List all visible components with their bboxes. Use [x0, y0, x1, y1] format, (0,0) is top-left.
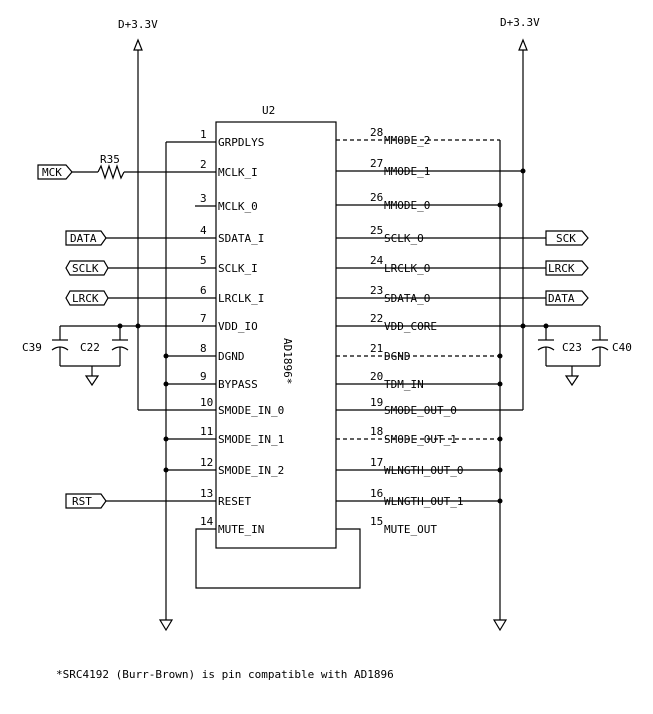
pin-number: 2: [200, 158, 207, 171]
port-lrck-in-label: LRCK: [72, 292, 99, 305]
pin-number: 21: [370, 342, 383, 355]
port-rst-label: RST: [72, 495, 92, 508]
chip-body: [215, 121, 337, 549]
pin-name: MCLK_0: [218, 200, 258, 213]
cap-c23-label: C23: [562, 341, 582, 354]
port-lrck-in: [65, 290, 109, 306]
pin-name: SMODE_IN_0: [218, 404, 284, 417]
junction: [497, 436, 503, 442]
pin-number: 18: [370, 425, 383, 438]
pin-number: 25: [370, 224, 383, 237]
wire-mute-loop: [195, 528, 361, 589]
cap-c40-label: C40: [612, 341, 632, 354]
pin-number: 26: [370, 191, 383, 204]
pin-number: 23: [370, 284, 383, 297]
cap-ground-symbol-right: [564, 375, 580, 387]
port-lrck-out-label: LRCK: [548, 262, 575, 275]
pin-number: 20: [370, 370, 383, 383]
pin-number: 15: [370, 515, 383, 528]
pin-number: 13: [200, 487, 213, 500]
port-sck-out: [545, 230, 589, 246]
pin-name: LRCLK_I: [218, 292, 264, 305]
pin-name: GRPDLYS: [218, 136, 264, 149]
chip-part: AD1896*: [281, 338, 294, 384]
chip-ref: U2: [262, 104, 275, 117]
junction: [520, 323, 526, 329]
pin-name: DGND: [384, 350, 411, 363]
right-power-arrow: [518, 38, 528, 51]
port-mck: [37, 164, 73, 180]
pin-number: 19: [370, 396, 383, 409]
port-mck-label: MCK: [42, 166, 62, 179]
junction: [163, 436, 169, 442]
pin-number: 22: [370, 312, 383, 325]
port-lrck-out: [545, 260, 589, 276]
pin-name: MCLK_I: [218, 166, 258, 179]
port-data-out-label: DATA: [548, 292, 575, 305]
pin-number: 3: [200, 192, 207, 205]
pin-name: MUTE_IN: [218, 523, 264, 536]
port-sck-out-label: SCK: [556, 232, 576, 245]
cap-c22-label: C22: [80, 341, 100, 354]
junction: [163, 467, 169, 473]
junction: [135, 323, 141, 329]
port-sclk-in-label: SCLK: [72, 262, 99, 275]
right-pins: 28MMODE_227MMODE_126MMODE_025SCLK_O24LRC…: [370, 126, 463, 536]
pin-name: SCLK_I: [218, 262, 258, 275]
pin-number: 5: [200, 254, 207, 267]
junction: [497, 353, 503, 359]
port-rst: [65, 493, 107, 509]
pin-number: 14: [200, 515, 214, 528]
pin-name: BYPASS: [218, 378, 258, 391]
pin-number: 7: [200, 312, 207, 325]
left-ground-symbol: [158, 619, 174, 632]
pin-number: 1: [200, 128, 207, 141]
pin-number: 6: [200, 284, 207, 297]
pin-number: 17: [370, 456, 383, 469]
pin-name: SMODE_IN_1: [218, 433, 284, 446]
right-ground-symbol: [492, 619, 508, 632]
junction: [497, 498, 503, 504]
cap-c39-label: C39: [22, 341, 42, 354]
pin-number: 8: [200, 342, 207, 355]
resistor-label: R35: [100, 153, 120, 166]
pin-number: 4: [200, 224, 207, 237]
port-data-out: [545, 290, 589, 306]
pin-name: SMODE_IN_2: [218, 464, 284, 477]
left-power-label: D+3.3V: [118, 18, 158, 31]
pin-name: SDATA_I: [218, 232, 264, 245]
pin-name: RESET: [218, 495, 251, 508]
resistor-r35: [97, 164, 125, 180]
port-sclk-in: [65, 260, 109, 276]
left-power-arrow: [133, 38, 143, 51]
pin-number: 24: [370, 254, 384, 267]
junction: [497, 202, 503, 208]
cap-ground-symbol: [84, 375, 100, 387]
right-power-label: D+3.3V: [500, 16, 540, 29]
pin-number: 27: [370, 157, 383, 170]
junction: [497, 381, 503, 387]
pin-name: MUTE_OUT: [384, 523, 437, 536]
pin-number: 11: [200, 425, 213, 438]
pin-number: 10: [200, 396, 213, 409]
port-data-in-label: DATA: [70, 232, 97, 245]
junction: [163, 353, 169, 359]
junction: [497, 467, 503, 473]
pin-number: 9: [200, 370, 207, 383]
pin-number: 16: [370, 487, 383, 500]
port-data-in: [65, 230, 107, 246]
footnote: *SRC4192 (Burr-Brown) is pin compatible …: [56, 668, 394, 681]
junction: [520, 168, 526, 174]
pin-name: VDD_IO: [218, 320, 258, 333]
pin-number: 28: [370, 126, 383, 139]
pin-number: 12: [200, 456, 213, 469]
pin-name: DGND: [218, 350, 245, 363]
junction: [163, 381, 169, 387]
